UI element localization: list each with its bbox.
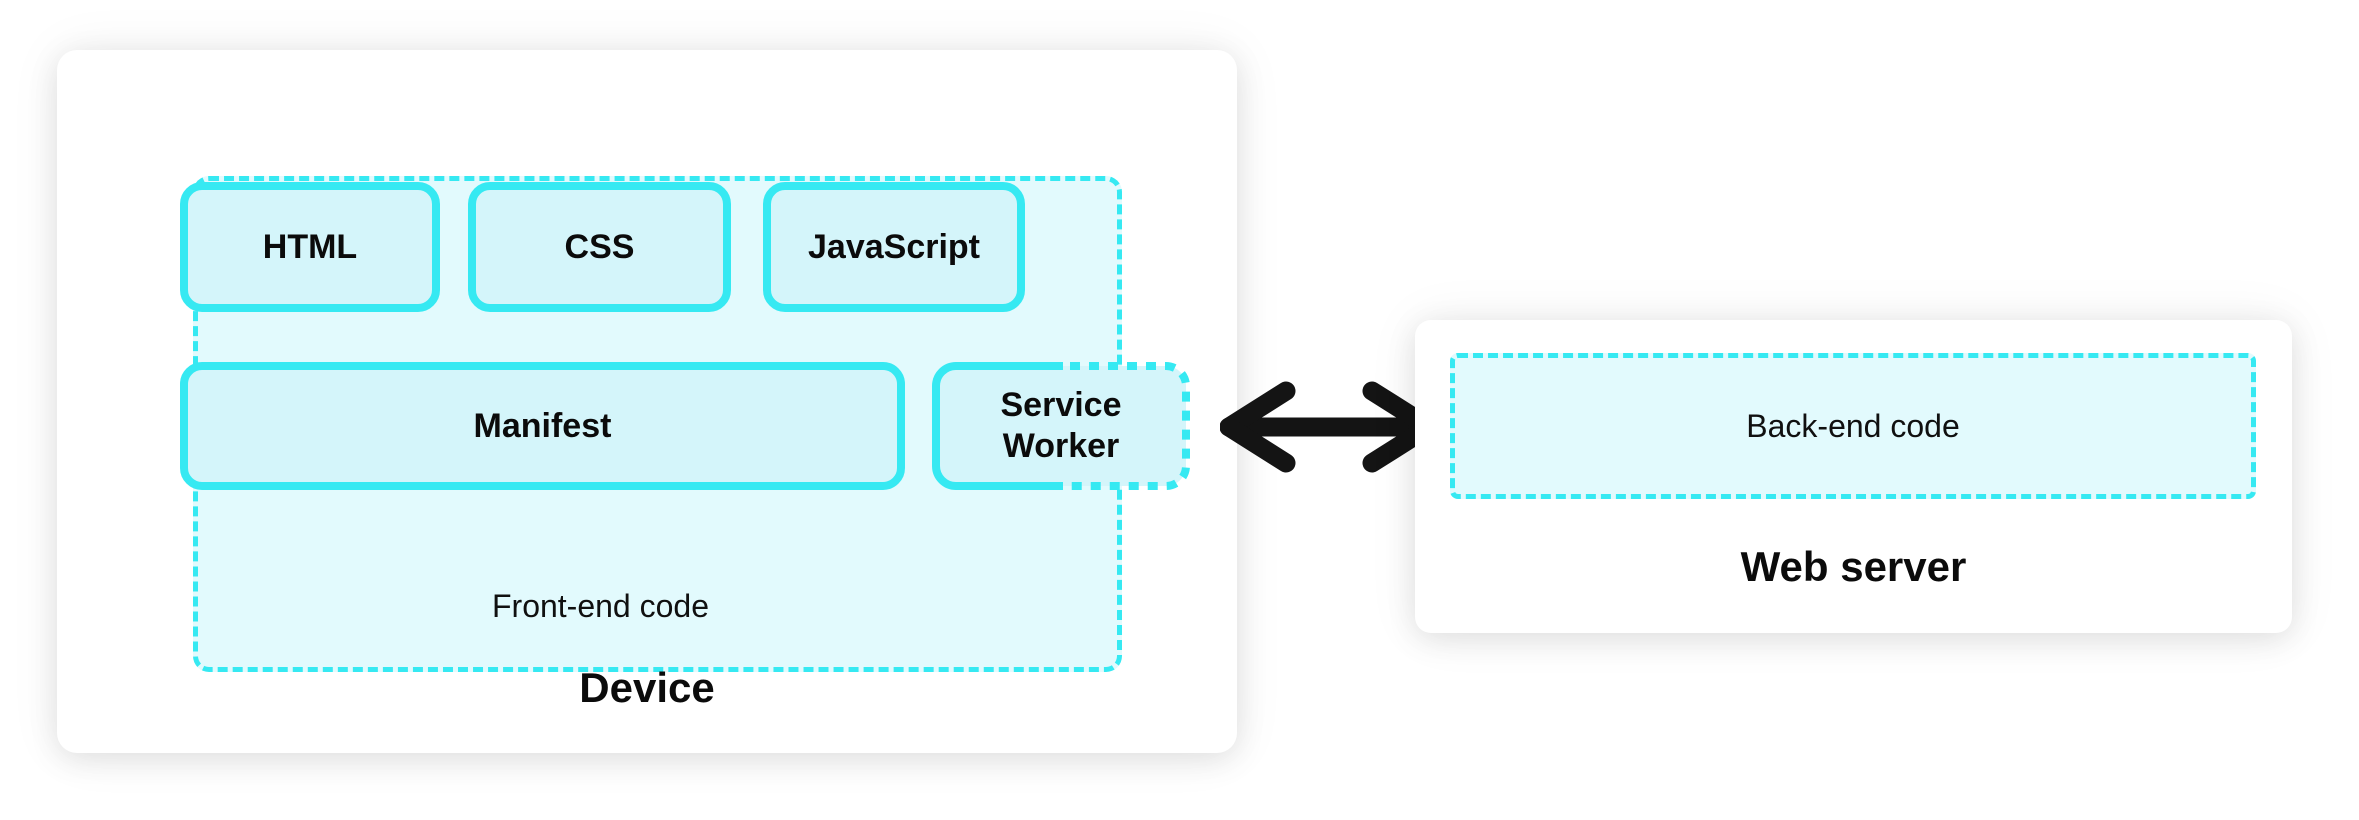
css-box: CSS <box>468 182 731 312</box>
javascript-box-label: JavaScript <box>808 227 980 266</box>
html-box-label: HTML <box>262 227 358 266</box>
connection-arrow <box>1219 372 1439 482</box>
css-box-label: CSS <box>564 227 635 266</box>
web-server-card: Back-end code Web server <box>1415 320 2292 633</box>
device-label: Device <box>579 664 715 711</box>
html-box: HTML <box>180 182 440 312</box>
service-worker-border-icon <box>932 362 1190 490</box>
backend-code-label: Back-end code <box>1746 407 1960 444</box>
service-worker-box-label: Service Worker <box>1000 385 1122 465</box>
frontend-code-label: Front-end code <box>491 588 709 624</box>
web-server-label: Web server <box>1740 543 1967 590</box>
backend-code-group: Back-end code <box>1450 353 2256 499</box>
double-headed-arrow-icon <box>1219 381 1439 473</box>
service-worker-box: Service Worker <box>932 362 1190 490</box>
manifest-box-label: Manifest <box>473 406 612 445</box>
manifest-box: Manifest <box>180 362 905 490</box>
javascript-box: JavaScript <box>763 182 1025 312</box>
